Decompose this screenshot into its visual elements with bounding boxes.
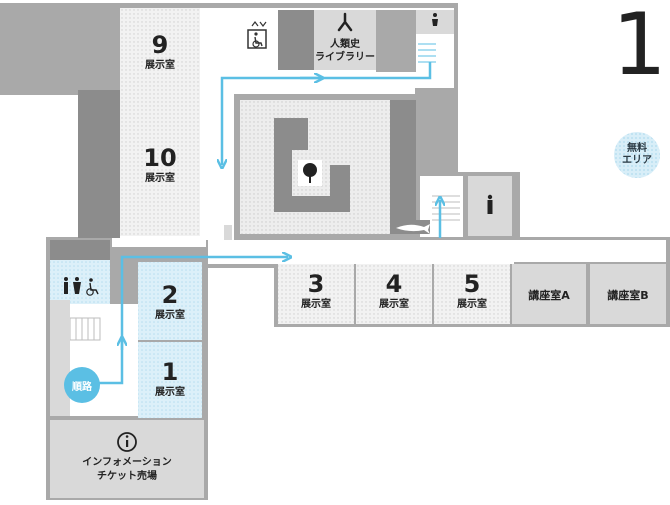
left-column-dark — [78, 90, 120, 238]
route-line-upper — [222, 62, 432, 165]
stairs-top-steps — [418, 43, 436, 63]
info-label[interactable]: インフォメーション チケット売場 — [82, 456, 172, 483]
info-line1: インフォメーション — [82, 457, 172, 468]
room-type: 展示室 — [379, 299, 409, 310]
room-4-label[interactable]: 4 展示室 — [379, 272, 409, 310]
library-line2: ライブラリー — [315, 52, 375, 63]
top-right-wall — [376, 10, 416, 72]
room-number: 3 — [307, 270, 325, 298]
route-line-lower — [98, 257, 288, 385]
room-number: 4 — [385, 270, 403, 298]
room-5-label[interactable]: 5 展示室 — [457, 272, 487, 310]
room-1-area — [138, 342, 202, 418]
floor-number: 1 — [612, 0, 667, 95]
right-corridor-ext — [512, 240, 666, 262]
room-1-label[interactable]: 1 展示室 — [155, 360, 185, 398]
stairs-right — [430, 178, 462, 222]
corridor-lower — [208, 240, 514, 264]
stairs-top — [416, 36, 438, 78]
left-upper-wall — [3, 8, 115, 90]
top-dark-block — [278, 10, 314, 70]
room-number: 9 — [151, 31, 169, 59]
person-icon — [432, 13, 438, 26]
room-type: 展示室 — [155, 387, 185, 398]
room-3-area — [278, 264, 354, 324]
tree-icon — [298, 160, 322, 186]
left-lower-gray — [50, 300, 70, 416]
wheelchair-icon — [252, 32, 263, 48]
room-type: 展示室 — [145, 173, 175, 184]
courtyard-spiral — [274, 118, 350, 212]
library-line1: 人類史 — [330, 39, 360, 50]
elevator-room — [240, 12, 276, 70]
lecture-b-area — [590, 264, 666, 324]
room-number: 2 — [161, 281, 179, 309]
room-number: 5 — [463, 270, 481, 298]
info-icon — [117, 432, 137, 452]
left-stairs-steps — [75, 318, 95, 340]
route-badge: 順路 — [64, 367, 100, 403]
room-type: 展示室 — [457, 299, 487, 310]
left-wheelchair-icon — [86, 278, 99, 296]
lecture-a-area — [512, 264, 586, 324]
lecture-room-b[interactable]: 講座室B — [607, 289, 649, 302]
room-5-area — [434, 264, 510, 324]
room-2-area — [138, 262, 202, 340]
room-10-label[interactable]: 10 展示室 — [143, 146, 176, 184]
free-area-line1: 無料 — [627, 142, 647, 154]
room-type: 展示室 — [301, 299, 331, 310]
room-9-area — [120, 8, 200, 96]
room-3-label[interactable]: 3 展示室 — [301, 272, 331, 310]
free-area-line2: エリア — [622, 155, 652, 166]
room-type: 展示室 — [145, 60, 175, 71]
restroom-icon — [64, 277, 81, 294]
room-4-area — [356, 264, 432, 324]
courtyard-dark-strip — [390, 100, 416, 220]
info-line2: チケット売場 — [97, 470, 157, 482]
restroom-person-icon — [487, 194, 493, 214]
left-corridor — [50, 240, 110, 260]
library-label[interactable]: 人類史 ライブラリー — [315, 38, 375, 64]
library-icon — [337, 12, 353, 32]
room-10-area — [120, 96, 200, 236]
free-area-badge: 無料 エリア — [614, 132, 660, 178]
elevator-icon — [247, 21, 267, 49]
room-9-label[interactable]: 9 展示室 — [145, 33, 175, 71]
fish-specimen-icon — [396, 224, 430, 234]
room-number: 1 — [161, 358, 179, 386]
room-type: 展示室 — [155, 310, 185, 321]
left-stairs — [69, 317, 101, 341]
lecture-room-a[interactable]: 講座室A — [528, 289, 570, 302]
room-2-label[interactable]: 2 展示室 — [155, 283, 185, 321]
room-number: 10 — [143, 144, 177, 172]
